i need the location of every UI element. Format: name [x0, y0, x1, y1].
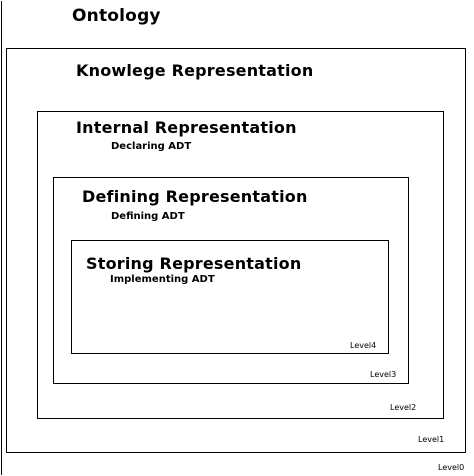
level4-title: Storing Representation	[86, 254, 302, 273]
level3-title: Defining Representation	[82, 187, 308, 206]
level3-label: Level3	[370, 370, 397, 379]
level2-label: Level2	[390, 403, 417, 412]
level1-box	[6, 48, 466, 453]
level3-box	[53, 177, 409, 384]
level1-label: Level1	[418, 435, 445, 444]
level4-box	[71, 240, 389, 354]
level1-title: Knowlege Representation	[76, 61, 314, 80]
level0-title: Ontology	[72, 6, 161, 26]
level2-subtitle: Declaring ADT	[111, 141, 192, 152]
level4-subtitle: Implementing ADT	[110, 274, 215, 285]
level3-subtitle: Defining ADT	[111, 211, 185, 222]
level4-label: Level4	[350, 341, 377, 350]
level0-label: Level0	[438, 463, 465, 472]
level2-box	[37, 111, 444, 419]
level2-title: Internal Representation	[76, 118, 297, 137]
